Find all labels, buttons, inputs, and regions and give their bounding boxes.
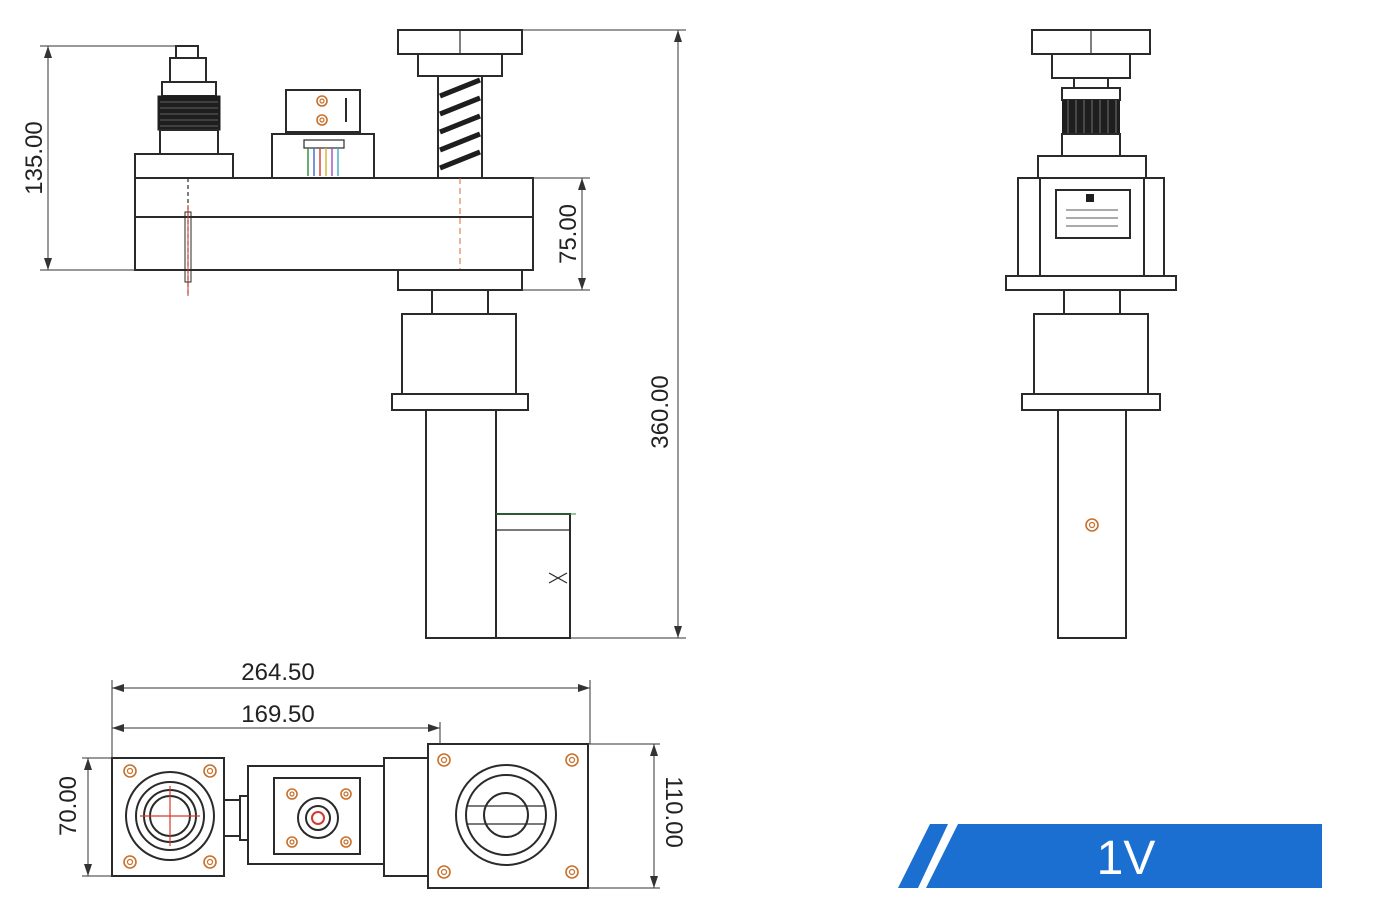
dimension-75-label: 75.00 [555,204,582,264]
dimension-264: 264.50 [111,659,591,758]
top-view [111,743,589,889]
dimension-169-label: 169.50 [241,701,314,728]
front-view [134,29,576,639]
dimension-70-label: 70.00 [55,776,82,836]
dimension-264-label: 264.50 [241,659,314,686]
model-badge: 1V [898,824,1322,888]
dimension-360: 360.00 [522,29,686,639]
dimension-135: 135.00 [21,45,178,271]
dimension-135-label: 135.00 [21,121,48,194]
model-badge-label: 1V [1097,832,1156,885]
dimension-110-label: 110.00 [660,776,687,848]
dimension-75: 75.00 [522,177,590,291]
dimension-70: 70.00 [55,757,112,877]
dimension-110: 110.00 [588,743,687,889]
side-view [1005,29,1177,639]
dimension-169: 169.50 [112,701,441,744]
dimension-360-label: 360.00 [647,375,674,448]
